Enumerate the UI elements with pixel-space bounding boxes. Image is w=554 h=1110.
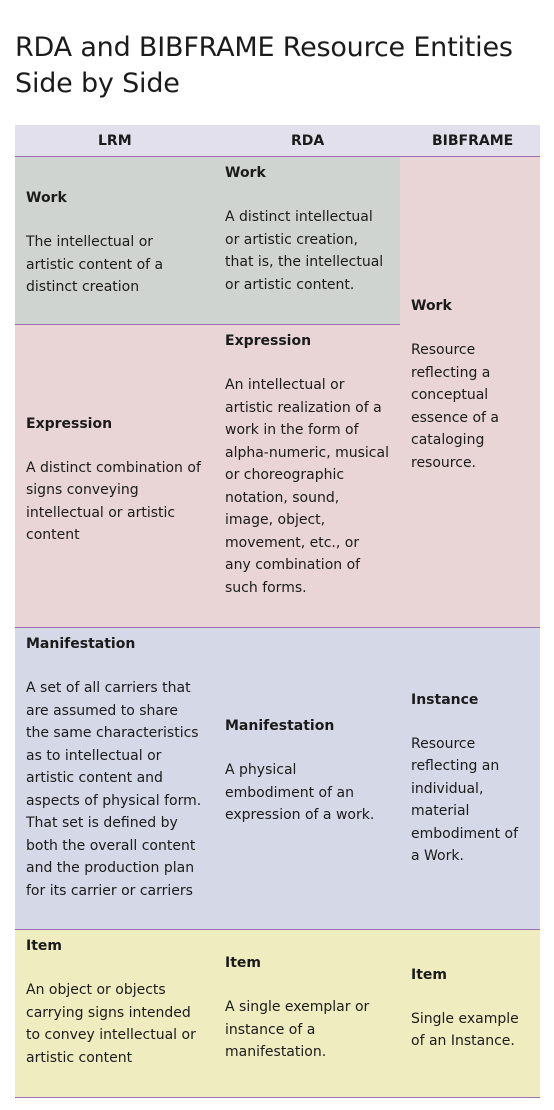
column-header-bibframe: BIBFRAME (432, 133, 514, 149)
lrm-manifestation-cell: Manifestation A set of all carriers that… (15, 628, 214, 930)
bibframe-work-cell: Work Resource reflecting a conceptual es… (400, 157, 540, 628)
lrm-work-cell: Work The intellectual or artistic conten… (15, 157, 214, 325)
page-title: RDA and BIBFRAME Resource Entities Side … (15, 32, 513, 100)
rda-expression-description: An intellectual or artistic realization … (225, 377, 389, 596)
lrm-item-cell: Item An object or objects carrying signs… (15, 930, 214, 1098)
lrm-item-description: An object or objects carrying signs inte… (26, 982, 196, 1066)
column-header-rda: RDA (291, 133, 325, 149)
bibframe-item-name: Item (411, 966, 447, 983)
bibframe-instance-description: Resource reflecting an individual, mater… (411, 735, 519, 865)
lrm-manifestation-name: Manifestation (26, 636, 136, 652)
rda-item-name: Item (225, 955, 261, 972)
rda-work-name: Work (225, 165, 266, 181)
comparison-table: LRM RDA BIBFRAME Work The intellectual o… (15, 125, 540, 1098)
bibframe-work-name: Work (411, 298, 452, 314)
rda-work-cell: Work A distinct intellectual or artistic… (214, 157, 400, 325)
rda-manifestation-description: A physical embodiment of an expression o… (225, 762, 375, 824)
column-header-lrm: LRM (98, 133, 132, 149)
rda-manifestation-cell: Manifestation A physical embodiment of a… (214, 628, 400, 930)
bibframe-instance-cell: Instance Resource reflecting an individu… (400, 628, 540, 930)
rda-work-description: A distinct intellectual or artistic crea… (225, 209, 384, 293)
lrm-item-name: Item (26, 938, 62, 954)
bibframe-work-description: Resource reflecting a conceptual essence… (411, 342, 499, 471)
lrm-expression-name: Expression (26, 415, 113, 432)
lrm-manifestation-description: A set of all carriers that are assumed t… (26, 680, 202, 899)
table-header-row: LRM RDA BIBFRAME (15, 125, 540, 157)
bibframe-item-description: Single example of an Instance. (411, 1010, 519, 1050)
rda-item-description: A single exemplar or instance of a manif… (225, 999, 370, 1061)
rda-item-cell: Item A single exemplar or instance of a … (214, 930, 400, 1098)
lrm-expression-cell: Expression A distinct combination of sig… (15, 325, 214, 628)
lrm-work-name: Work (26, 190, 67, 207)
bibframe-instance-name: Instance (411, 691, 479, 708)
rda-manifestation-name: Manifestation (225, 718, 335, 735)
bibframe-item-cell: Item Single example of an Instance. (400, 930, 540, 1098)
rda-expression-cell: Expression An intellectual or artistic r… (214, 325, 400, 628)
lrm-expression-description: A distinct combination of signs conveyin… (26, 459, 201, 544)
rda-expression-name: Expression (225, 333, 312, 349)
lrm-work-description: The intellectual or artistic content of … (26, 234, 164, 296)
